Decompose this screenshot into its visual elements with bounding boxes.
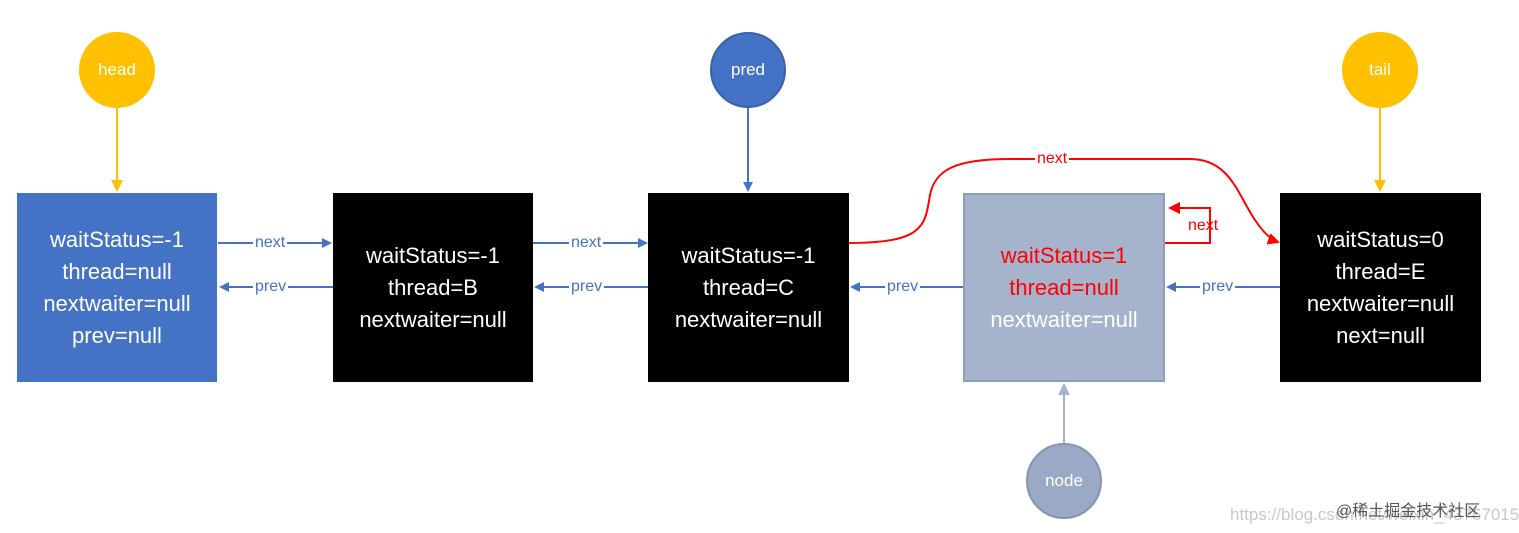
node-line: thread=C	[702, 274, 795, 300]
next-label-b-c: next	[569, 234, 604, 252]
node-line: nextwaiter=null	[43, 290, 191, 316]
next-arrow-c-to-e	[848, 158, 1280, 245]
node-line: thread=null	[62, 258, 172, 284]
node-pointer-label: node	[1045, 471, 1083, 490]
node-line: waitStatus=-1	[681, 242, 816, 268]
node-line: nextwaiter=null	[990, 306, 1138, 332]
node-line: waitStatus=-1	[50, 226, 184, 252]
head-pointer: head	[79, 32, 155, 108]
queue-node-cancelled: waitStatus=1 thread=null nextwaiter=null	[963, 193, 1165, 382]
node-pointer: node	[1026, 443, 1102, 519]
next-label-c-e: next	[1035, 150, 1070, 168]
queue-node-e: waitStatus=0 thread=E nextwaiter=null ne…	[1280, 193, 1481, 382]
node-line: waitStatus=0	[1317, 226, 1444, 252]
node-line-highlight: thread=null	[1009, 274, 1119, 300]
tail-pointer-label: tail	[1369, 60, 1391, 79]
node-line: thread=E	[1335, 258, 1426, 284]
queue-node-b: waitStatus=-1 thread=B nextwaiter=null	[333, 193, 533, 382]
node-line: nextwaiter=null	[1306, 290, 1455, 316]
tail-pointer: tail	[1342, 32, 1418, 108]
node-line: next=null	[1336, 322, 1425, 348]
next-label-head-b: next	[253, 234, 288, 252]
pred-pointer: pred	[710, 32, 786, 108]
node-line: nextwaiter=null	[674, 306, 823, 332]
node-line: waitStatus=-1	[366, 242, 500, 268]
head-pointer-label: head	[98, 60, 136, 79]
watermark-url: https://blog.csdn.net/weixin_43767015	[1230, 505, 1519, 524]
queue-node-head: waitStatus=-1 thread=null nextwaiter=nul…	[17, 193, 217, 382]
watermark-brand: @稀土掘金技术社区	[1336, 503, 1481, 520]
node-line: thread=B	[388, 274, 478, 300]
node-line-highlight: waitStatus=1	[1000, 242, 1128, 268]
prev-label-b-head: prev	[253, 278, 289, 296]
prev-label-node-c: prev	[885, 278, 921, 296]
queue-node-c: waitStatus=-1 thread=C nextwaiter=null	[648, 193, 849, 382]
node-line: prev=null	[72, 322, 162, 348]
prev-label-e-node: prev	[1200, 278, 1236, 296]
next-arrow-node-self	[1164, 202, 1211, 244]
node-line: nextwaiter=null	[359, 306, 507, 332]
pred-pointer-label: pred	[730, 60, 766, 79]
prev-label-c-b: prev	[569, 278, 605, 296]
next-label-node-self: next	[1188, 217, 1219, 234]
